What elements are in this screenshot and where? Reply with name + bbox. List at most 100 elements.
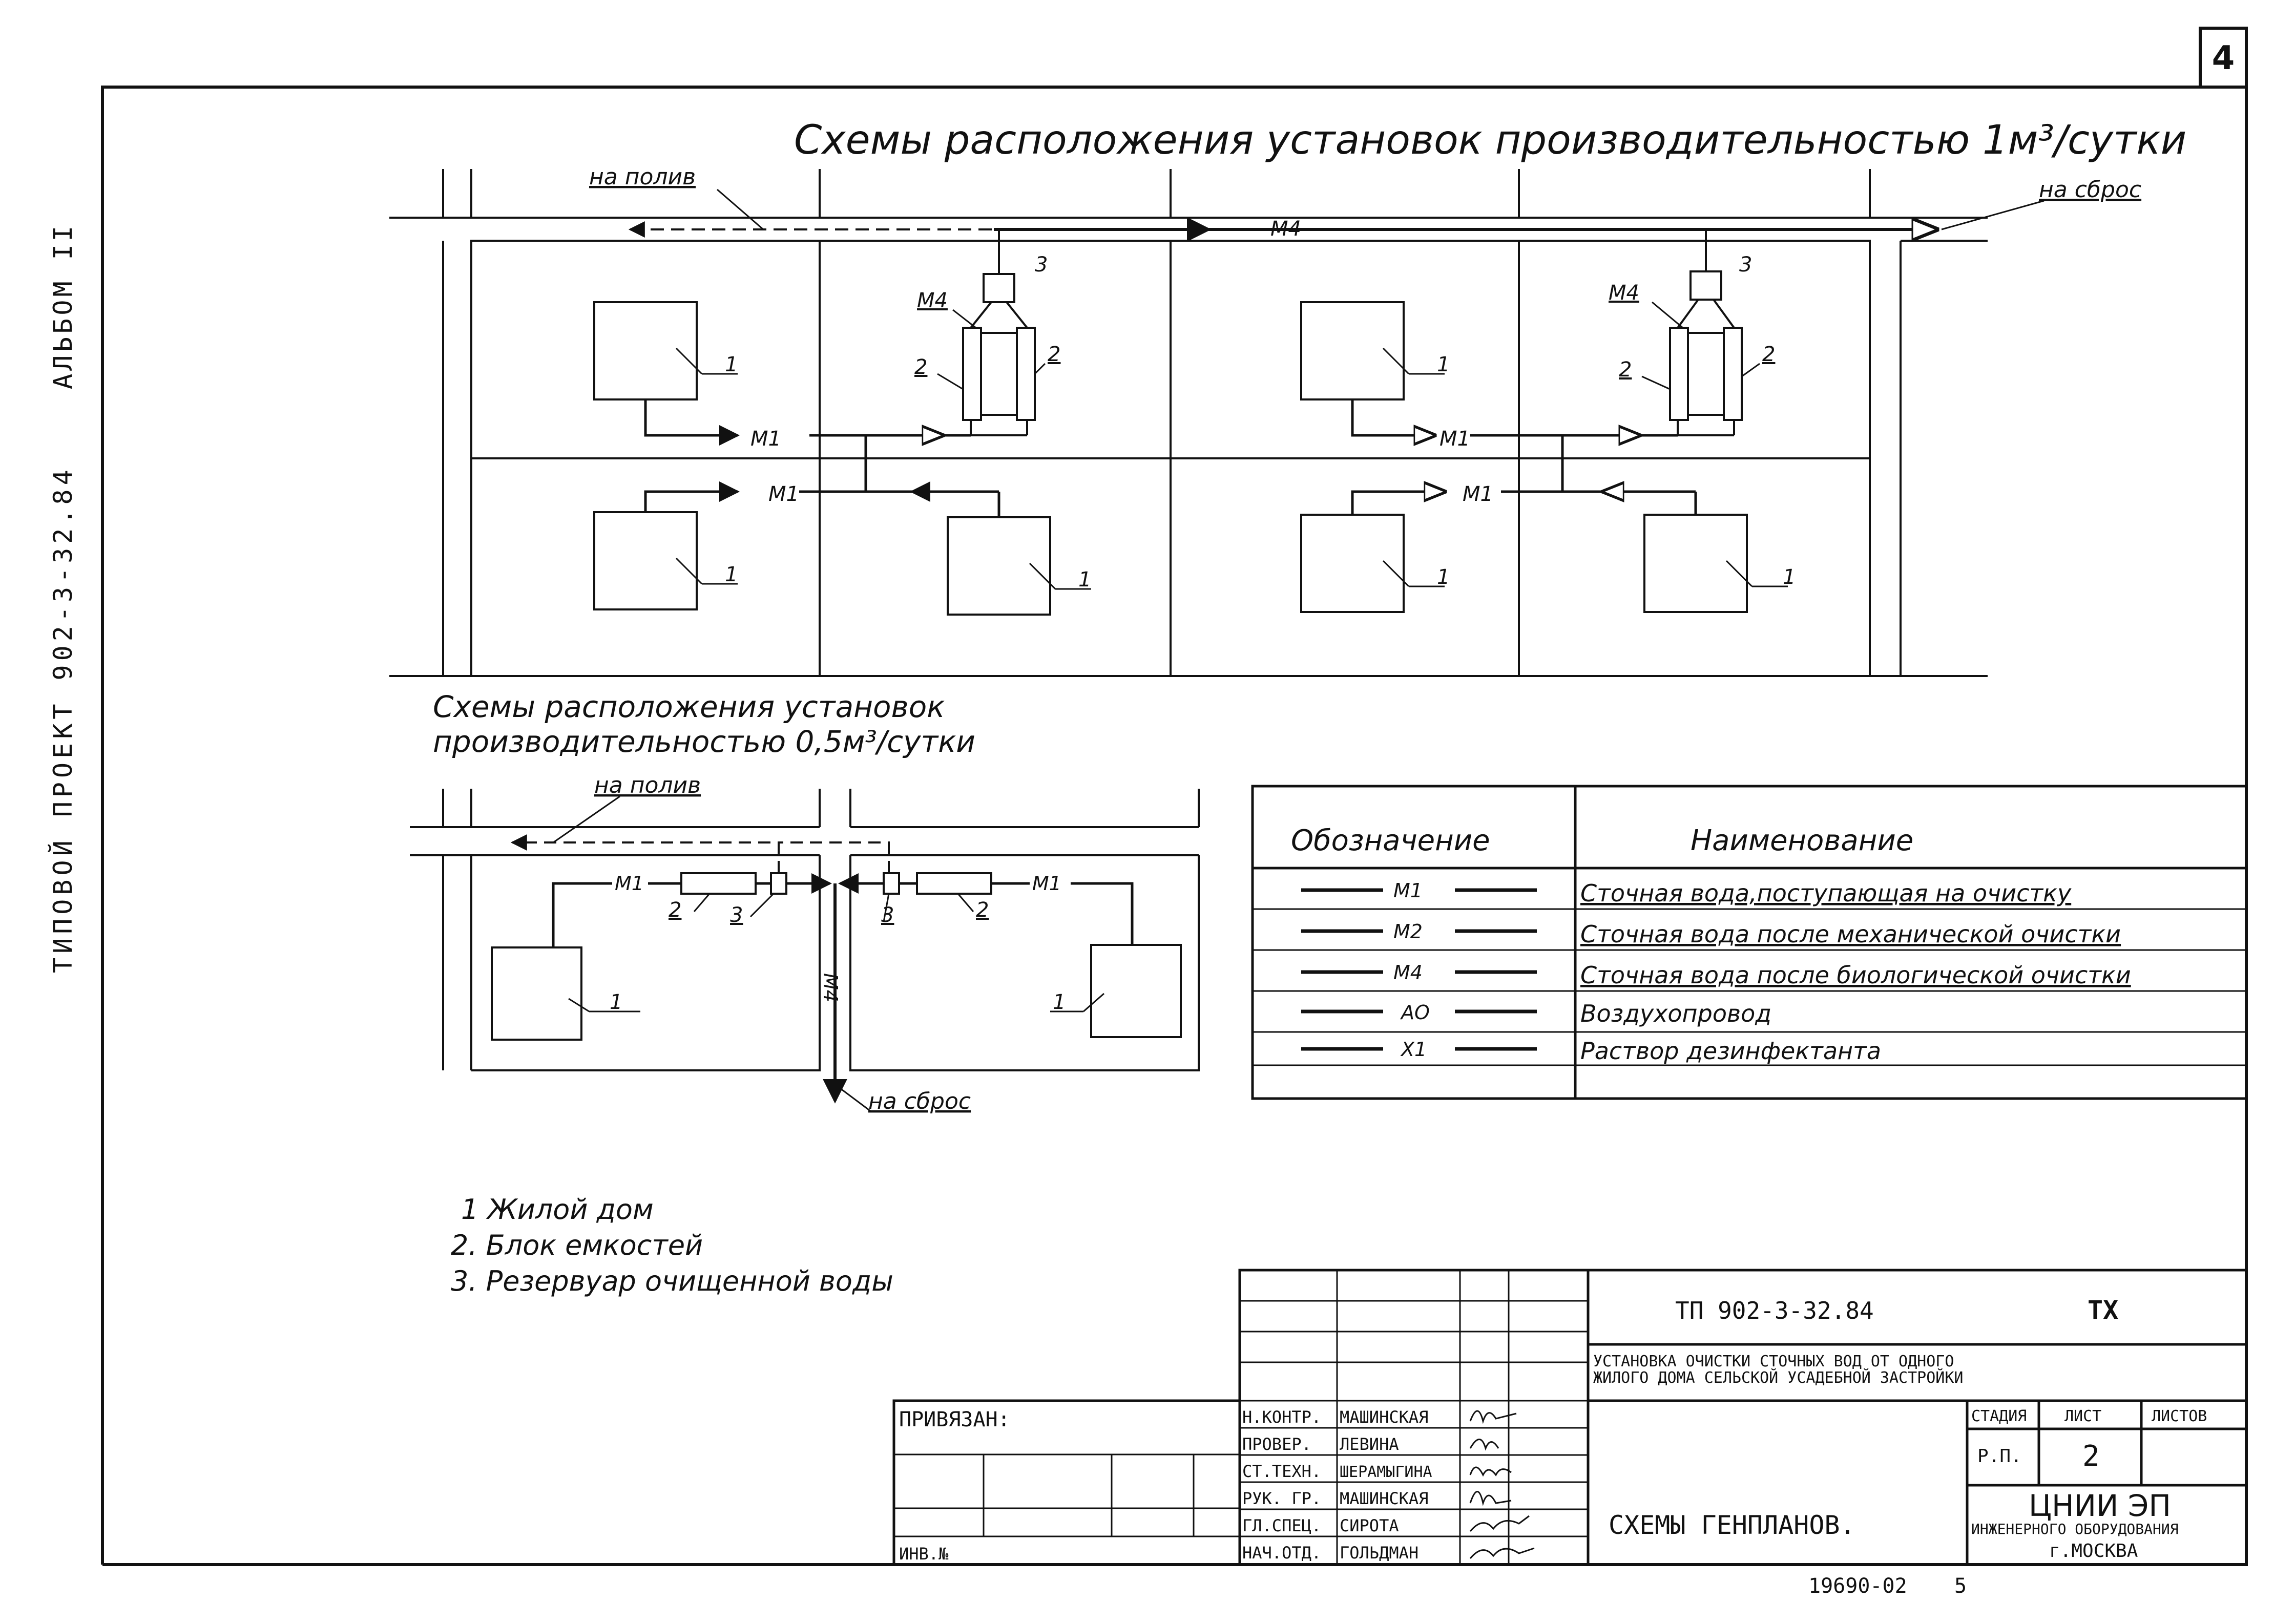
- svg-text:1: 1: [1437, 565, 1450, 589]
- tank-block: [916, 872, 992, 895]
- treatment-unit: [1669, 229, 1743, 436]
- svg-text:ГОЛЬДМАН: ГОЛЬДМАН: [1340, 1543, 1418, 1563]
- svg-text:3: 3: [1035, 253, 1048, 277]
- svg-text:М1: М1: [1393, 879, 1423, 902]
- top-scheme: Схемы расположения установок производите…: [389, 117, 2186, 677]
- legend-row: АО Воздухопровод: [1301, 1000, 1771, 1027]
- house-block: 1: [593, 511, 738, 610]
- svg-text:ПРОВЕР.: ПРОВЕР.: [1242, 1435, 1311, 1454]
- svg-text:Сточная вода после биологическ: Сточная вода после биологической очистки: [1580, 961, 2131, 989]
- svg-text:М4: М4: [1393, 961, 1423, 984]
- svg-text:Н.КОНТР.: Н.КОНТР.: [1242, 1407, 1321, 1427]
- note-line: 3. Резервуар очищенной воды: [451, 1265, 893, 1297]
- svg-text:2: 2: [1762, 343, 1775, 366]
- top-site-grid: [389, 169, 1988, 677]
- tank-block: [680, 872, 757, 895]
- house-block: 1: [593, 301, 738, 400]
- stage-header: СТАДИЯ: [1971, 1407, 2027, 1425]
- svg-text:3: 3: [730, 903, 743, 927]
- bottom-watering-label: на полив: [594, 772, 701, 798]
- svg-text:2: 2: [976, 898, 989, 922]
- svg-text:ГЛ.СПЕЦ.: ГЛ.СПЕЦ.: [1242, 1516, 1321, 1535]
- svg-text:М4: М4: [917, 289, 948, 312]
- svg-text:М1: М1: [1463, 482, 1493, 506]
- page-number: 4: [2212, 39, 2235, 77]
- signature-row: НАЧ.ОТД. ГОЛЬДМАН: [1242, 1543, 1418, 1563]
- doc-description: УСТАНОВКА ОЧИСТКИ СТОЧНЫХ ВОД ОТ ОДНОГО: [1593, 1353, 1954, 1370]
- footer-code: 19690-02: [1808, 1574, 1907, 1598]
- stage-value: Р.П.: [1977, 1446, 2022, 1467]
- svg-text:ЛЕВИНА: ЛЕВИНА: [1340, 1435, 1399, 1454]
- org-name: ЦНИИ ЭП: [2029, 1488, 2171, 1523]
- org-dept: ИНЖЕНЕРНОГО ОБОРУДОВАНИЯ: [1971, 1521, 2179, 1537]
- page-number-box: [2199, 27, 2248, 89]
- svg-text:М1: М1: [768, 482, 799, 506]
- svg-text:М2: М2: [1393, 920, 1423, 943]
- svg-text:НАЧ.ОТД.: НАЧ.ОТД.: [1242, 1543, 1321, 1563]
- signature-row: ГЛ.СПЕЦ. СИРОТА: [1242, 1516, 1399, 1535]
- signatures: [1469, 1410, 1535, 1559]
- sheets-header: ЛИСТОВ: [2152, 1407, 2207, 1425]
- bottom-scheme: Схемы расположения установок производите…: [410, 689, 1200, 1114]
- org-city: г.МОСКВА: [2049, 1541, 2138, 1562]
- sheet-frame: 4: [101, 27, 2248, 1566]
- note-line: 1 Жилой дом: [461, 1193, 654, 1226]
- legend-col-name: Наименование: [1691, 824, 1913, 857]
- house-block: 1: [1300, 514, 1450, 613]
- svg-text:Сточная вода,поступающая на оч: Сточная вода,поступающая на очистку: [1580, 879, 2072, 907]
- svg-text:АО: АО: [1400, 1001, 1430, 1024]
- reservoir: [883, 872, 900, 895]
- legend-col-designation: Обозначение: [1291, 824, 1490, 857]
- legend-row: М1 Сточная вода,поступающая на очистку: [1301, 879, 2072, 907]
- legend-row: Х1 Раствор дезинфектанта: [1301, 1037, 1881, 1065]
- svg-text:СИРОТА: СИРОТА: [1340, 1516, 1399, 1535]
- svg-text:1: 1: [725, 353, 738, 376]
- bottom-site-grid: [410, 789, 1200, 1071]
- legend-row: М4 Сточная вода после биологической очис…: [1301, 961, 2131, 989]
- signature-row: Н.КОНТР. МАШИНСКАЯ: [1242, 1407, 1428, 1427]
- signature-row: РУК. ГР. МАШИНСКАЯ: [1242, 1489, 1428, 1508]
- m1-pipes-left: [644, 399, 1000, 517]
- legend-table: Обозначение Наименование М1 Сточная вода…: [1251, 785, 2248, 1100]
- notes: 1 Жилой дом 2. Блок емкостей 3. Резервуа…: [451, 1193, 893, 1297]
- house-block: 1: [1300, 301, 1450, 400]
- top-scheme-title: Схемы расположения установок производите…: [794, 117, 2186, 163]
- treatment-unit: [962, 229, 1036, 436]
- svg-text:3: 3: [1739, 253, 1752, 277]
- svg-text:1: 1: [1053, 990, 1066, 1014]
- top-watering-label: на полив: [589, 164, 696, 190]
- reservoir: [770, 872, 787, 895]
- svg-text:1: 1: [610, 990, 622, 1014]
- svg-text:М4: М4: [1609, 281, 1639, 305]
- title-block: ТП 902-3-32.84 ТХ УСТАНОВКА ОЧИСТКИ СТОЧ…: [892, 1269, 2246, 1566]
- svg-text:МАШИНСКАЯ: МАШИНСКАЯ: [1340, 1407, 1428, 1427]
- house-block: 1: [1643, 514, 1796, 613]
- svg-text:М1: М1: [615, 872, 644, 895]
- sheet-title: СХЕМЫ ГЕНПЛАНОВ.: [1609, 1510, 1855, 1540]
- svg-text:2: 2: [669, 898, 681, 922]
- doc-code: ТП 902-3-32.84: [1675, 1297, 1874, 1324]
- bottom-scheme-title-2: производительностью 0,5м³/сутки: [433, 724, 975, 759]
- signature-row: ПРОВЕР. ЛЕВИНА: [1242, 1435, 1399, 1454]
- signature-row: СТ.ТЕХН. ШЕРАМЫГИНА: [1242, 1462, 1432, 1481]
- svg-text:2: 2: [1619, 358, 1632, 382]
- svg-text:Раствор дезинфектанта: Раствор дезинфектанта: [1580, 1037, 1881, 1065]
- top-discharge-label: на сброс: [2039, 177, 2141, 203]
- bound-label: ПРИВЯЗАН:: [899, 1408, 1010, 1431]
- svg-text:Х1: Х1: [1400, 1038, 1427, 1061]
- inv-label: ИНВ.№: [899, 1544, 949, 1564]
- doc-description: ЖИЛОГО ДОМА СЕЛЬСКОЙ УСАДЕБНОЙ ЗАСТРОЙКИ: [1593, 1368, 1963, 1387]
- project-label: ТИПОВОЙ ПРОЕКТ 902-3-32.84: [48, 466, 78, 973]
- house-block: [1090, 944, 1182, 1038]
- svg-text:ШЕРАМЫГИНА: ШЕРАМЫГИНА: [1340, 1463, 1432, 1481]
- svg-text:СТ.ТЕХН.: СТ.ТЕХН.: [1242, 1462, 1321, 1481]
- svg-text:1: 1: [1783, 565, 1796, 589]
- note-line: 2. Блок емкостей: [451, 1229, 703, 1261]
- svg-text:РУК. ГР.: РУК. ГР.: [1242, 1489, 1321, 1508]
- album-label: АЛЬБОМ II: [48, 223, 78, 389]
- svg-text:М1: М1: [750, 427, 781, 451]
- bottom-discharge-label: на сброс: [868, 1088, 971, 1114]
- house-block: [491, 946, 582, 1041]
- top-pipe-m4: М4: [1270, 217, 1301, 241]
